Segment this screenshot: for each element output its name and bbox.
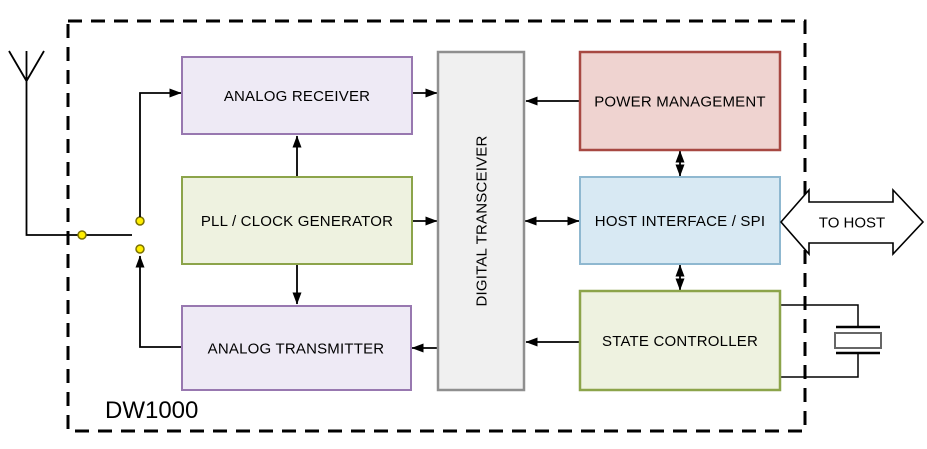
to-host-label: TO HOST xyxy=(819,214,885,231)
crystal-leads xyxy=(780,304,859,378)
block-analog-receiver: ANALOG RECEIVER xyxy=(181,56,413,135)
power-management-box xyxy=(578,50,782,152)
to-host-double-arrow-icon: TO HOST xyxy=(779,187,925,257)
pll-clock-generator-box xyxy=(181,176,413,265)
chip-name-label: DW1000 xyxy=(105,397,198,424)
state-controller-label: STATE CONTROLLER xyxy=(602,333,758,350)
switch-rx-node xyxy=(135,216,145,226)
host-interface-spi-label: HOST INTERFACE / SPI xyxy=(595,213,765,230)
rf-switch-icon xyxy=(77,216,145,254)
crystal-body xyxy=(834,332,882,349)
power-management-label: POWER MANAGEMENT xyxy=(594,93,766,110)
crystal-oscillator-icon xyxy=(780,304,882,378)
analog-transmitter-label: ANALOG TRANSMITTER xyxy=(208,340,385,357)
block-pll-clock-generator: PLL / CLOCK GENERATOR xyxy=(181,176,413,265)
block-power-management: POWER MANAGEMENT xyxy=(578,50,782,152)
connector-switch-to-receiver xyxy=(139,88,182,217)
analog-receiver-box xyxy=(181,56,413,135)
digital-transceiver-label: DIGITAL TRANSCEIVER xyxy=(473,135,490,306)
block-host-interface-spi: HOST INTERFACE / SPI xyxy=(579,176,781,265)
host-interface-spi-box xyxy=(579,176,781,265)
analog-receiver-label: ANALOG RECEIVER xyxy=(224,88,370,105)
block-analog-transmitter: ANALOG TRANSMITTER xyxy=(181,305,412,391)
switch-tx-node xyxy=(135,244,145,254)
digital-transceiver-box xyxy=(436,50,526,392)
antenna-icon xyxy=(8,50,132,236)
to-host-arrow-shape xyxy=(779,187,925,257)
analog-transmitter-box xyxy=(181,305,412,391)
switch-pole-node xyxy=(77,230,87,240)
chip-boundary xyxy=(66,19,807,433)
pll-clock-generator-label: PLL / CLOCK GENERATOR xyxy=(201,213,393,230)
state-controller-box xyxy=(578,289,782,392)
connector-transmitter-to-switch xyxy=(135,255,182,348)
block-digital-transceiver: DIGITAL TRANSCEIVER xyxy=(436,50,526,392)
block-state-controller: STATE CONTROLLER xyxy=(578,289,782,392)
connectors xyxy=(135,88,685,353)
